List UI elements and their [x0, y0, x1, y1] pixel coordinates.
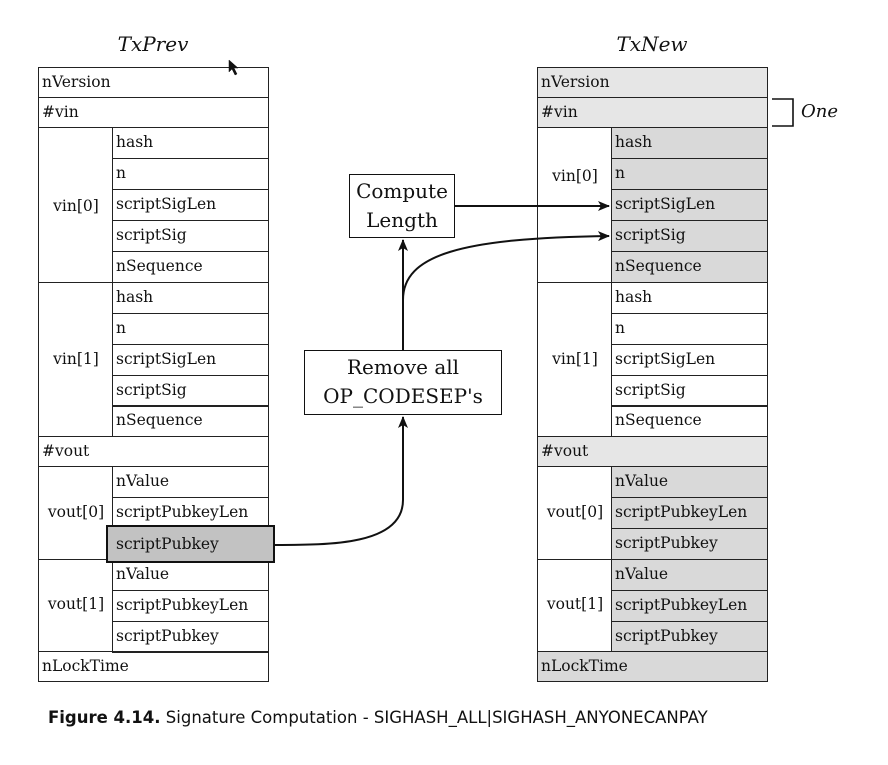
remove-codesep-line2: OP_CODESEP's [323, 384, 483, 408]
txnew-nlocktime: nLockTime [537, 651, 768, 682]
txnew-vout1-label: vout[1] [546, 595, 604, 613]
figure-caption-text: Signature Computation - SIGHASH_ALL|SIGH… [160, 708, 708, 727]
one-bracket [772, 98, 794, 127]
remove-codesep-line1: Remove all [346, 355, 460, 379]
arrow-scriptpubkey-to-remove [274, 416, 408, 546]
txprev-nlocktime: nLockTime [38, 651, 269, 682]
txnew-vin0-label: vin[0] [552, 167, 598, 185]
txnew-vin0-nsequence: nSequence [611, 251, 768, 283]
txprev-title: TxPrev [117, 32, 189, 56]
txnew-vin0-scriptsig: scriptSig [611, 220, 768, 252]
txprev-vout0-label: vout[0] [47, 503, 105, 521]
arrow-remove-to-scriptsig [402, 231, 610, 301]
txprev-vout1-scriptpubkey: scriptPubkey [112, 621, 269, 653]
txnew-vout-count: #vout [537, 436, 768, 467]
figure-number: Figure 4.14. [48, 708, 161, 727]
txnew-vout0-scriptpubkey: scriptPubkey [611, 528, 768, 560]
figure-caption: Figure 4.14. Signature Computation - SIG… [48, 708, 708, 727]
remove-codesep-box: Remove all OP_CODESEP's [304, 350, 502, 415]
txnew-vout0-label: vout[0] [546, 503, 604, 521]
txnew-vout1-scriptpubkeylen: scriptPubkeyLen [611, 590, 768, 622]
txprev-vin1-scriptsig: scriptSig [112, 375, 269, 407]
txnew-title: TxNew [616, 32, 688, 56]
txnew-vin1-scriptsig: scriptSig [611, 375, 768, 407]
txnew-vin-count: #vin [537, 97, 768, 128]
cursor-icon [228, 59, 239, 76]
one-label: One [801, 101, 839, 122]
txnew-vout1-nvalue: nValue [611, 559, 768, 591]
txnew-vin1-label: vin[1] [552, 350, 598, 368]
txprev-vout1-label: vout[1] [47, 595, 105, 613]
txnew-vin0-hash: hash [611, 127, 768, 159]
txnew-vin0-scriptsiglen: scriptSigLen [611, 189, 768, 221]
txprev-vin1-label: vin[1] [53, 350, 99, 368]
compute-length-line1: Compute [356, 179, 448, 203]
txprev-vin0-label: vin[0] [53, 197, 99, 215]
compute-length-line2: Length [366, 208, 438, 232]
txprev-vout0-scriptpubkey-highlight: scriptPubkey [106, 525, 275, 563]
txnew-vout0-scriptpubkeylen: scriptPubkeyLen [611, 497, 768, 529]
compute-length-box: Compute Length [349, 174, 455, 238]
